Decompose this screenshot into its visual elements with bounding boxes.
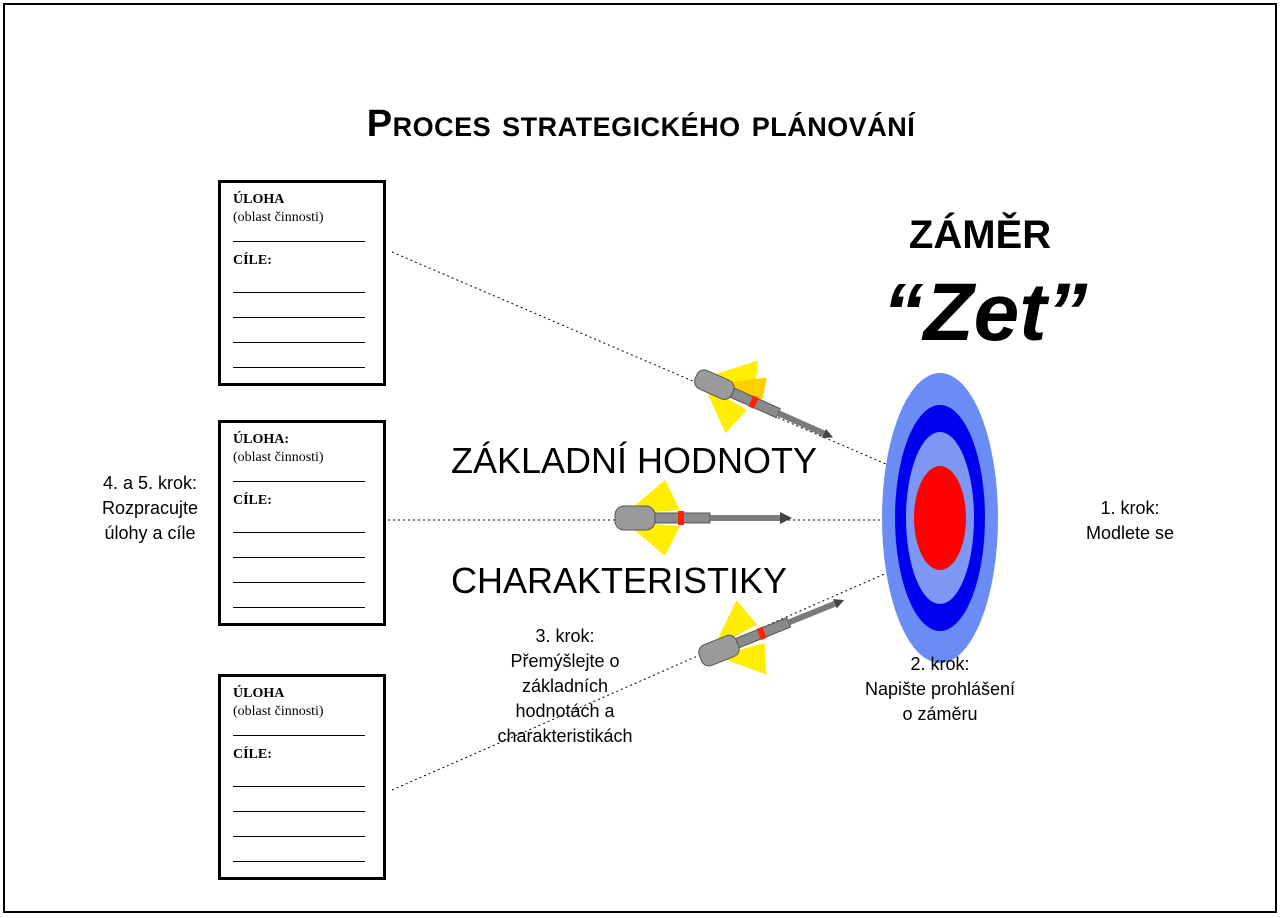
step-3-line: charakteristikách <box>497 726 633 746</box>
blank-line <box>233 583 365 608</box>
blank-line <box>233 533 365 558</box>
task-subheading: (oblast činnosti) <box>233 210 324 225</box>
task-card-top: ÚLOHA (oblast činnosti) CÍLE: <box>218 180 386 386</box>
intent-name: “Zet” <box>882 267 1088 358</box>
step-2-line: Napište prohlášení <box>864 679 1016 699</box>
blank-line <box>233 318 365 343</box>
step-4-5-label: 4. a 5. krok: Rozpracujte úlohy a cíle <box>80 471 220 546</box>
step-3-line: hodnotách a <box>515 701 615 721</box>
goals-heading: CÍLE: <box>233 253 272 268</box>
step-1-line: 1. krok: <box>1100 498 1160 518</box>
blank-line <box>233 343 365 368</box>
task-heading: ÚLOHA <box>233 192 285 207</box>
blank-line <box>233 721 365 736</box>
step-4-5-line: 4. a 5. krok: <box>102 473 198 493</box>
blank-line <box>233 293 365 318</box>
connector-line-top <box>391 251 901 471</box>
task-heading: ÚLOHA: <box>233 432 289 447</box>
blank-line <box>233 812 365 837</box>
slide-frame <box>3 3 1277 913</box>
blank-line <box>233 227 365 242</box>
core-values-label: ZÁKLADNÍ HODNOTY <box>451 440 818 481</box>
step-1-label: 1. krok: Modlete se <box>1050 496 1210 546</box>
characteristics-label: CHARAKTERISTIKY <box>451 560 788 601</box>
step-2-line: o záměru <box>902 704 978 724</box>
target-icon <box>882 373 998 663</box>
step-3-line: základních <box>521 676 609 696</box>
task-subheading: (oblast činnosti) <box>233 450 324 465</box>
step-2-line: 2. krok: <box>910 654 970 674</box>
dart-middle-icon <box>614 480 792 556</box>
dart-top-icon <box>694 360 834 439</box>
step-4-5-line: Rozpracujte <box>101 498 199 518</box>
step-1-line: Modlete se <box>1085 523 1175 543</box>
task-heading: ÚLOHA <box>233 686 285 701</box>
intent-heading: ZÁMĚR <box>908 213 1052 257</box>
task-card-middle: ÚLOHA: (oblast činnosti) CÍLE: <box>218 420 386 626</box>
dart-bottom-icon <box>698 599 845 675</box>
step-3-line: 3. krok: <box>535 626 595 646</box>
goals-heading: CÍLE: <box>233 747 272 762</box>
blank-line <box>233 837 365 862</box>
connector-line-bottom <box>391 564 906 791</box>
blank-line <box>233 762 365 787</box>
task-card-bottom: ÚLOHA (oblast činnosti) CÍLE: <box>218 674 386 880</box>
goals-heading: CÍLE: <box>233 493 272 508</box>
step-4-5-line: úlohy a cíle <box>104 523 196 543</box>
blank-line <box>233 558 365 583</box>
blank-line <box>233 508 365 533</box>
task-subheading: (oblast činnosti) <box>233 704 324 719</box>
page-title: Proces strategického plánování <box>366 103 916 145</box>
step-3-label: 3. krok: Přemýšlejte o základních hodnot… <box>455 624 675 749</box>
blank-line <box>233 787 365 812</box>
blank-line <box>233 467 365 482</box>
step-3-line: Přemýšlejte o <box>510 651 620 671</box>
step-2-label: 2. krok: Napište prohlášení o záměru <box>830 652 1050 727</box>
blank-line <box>233 268 365 293</box>
